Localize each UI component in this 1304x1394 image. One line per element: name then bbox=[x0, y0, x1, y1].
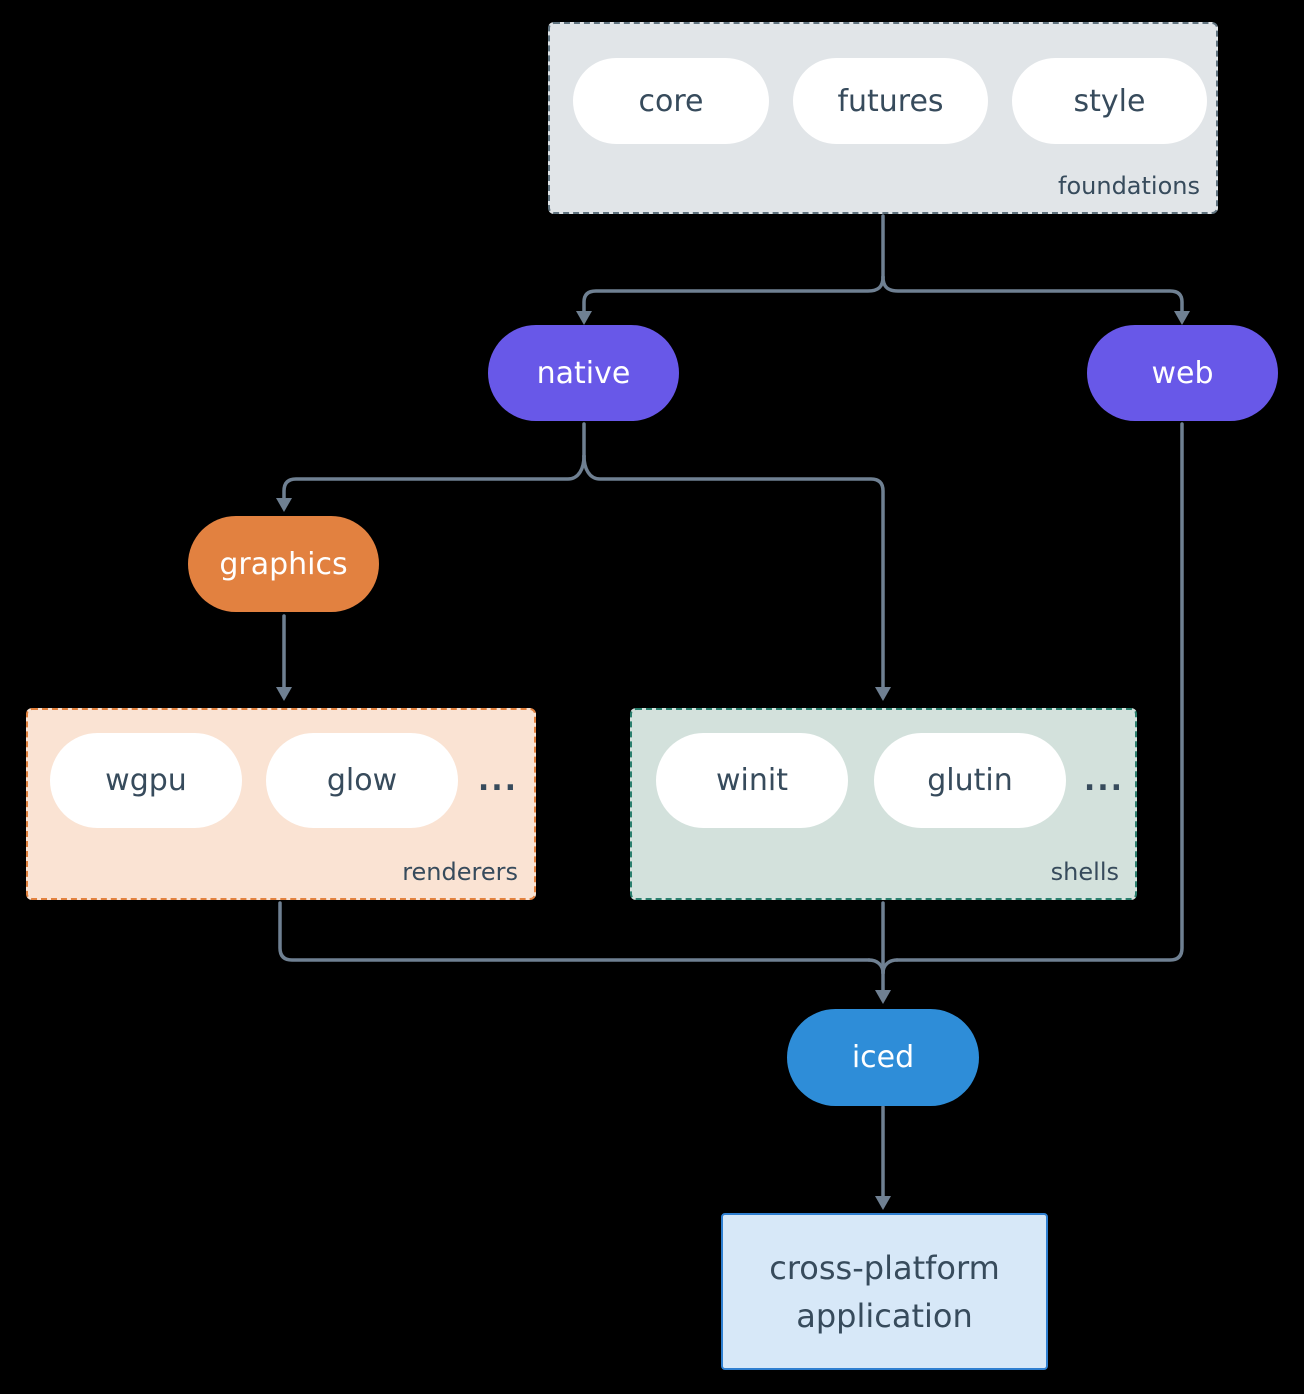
pill-winit: winit bbox=[656, 733, 848, 828]
arrow-web-to-merge bbox=[895, 422, 1184, 962]
shells-group: winit glutin ... shells bbox=[630, 708, 1137, 900]
node-native: native bbox=[488, 325, 679, 421]
node-web-label: web bbox=[1151, 355, 1214, 391]
pill-glow: glow bbox=[266, 733, 458, 828]
arrowhead-application bbox=[875, 1196, 891, 1210]
node-iced-label: iced bbox=[851, 1040, 915, 1075]
merge-flare-left bbox=[867, 958, 885, 975]
arrow-split-to-web bbox=[881, 275, 1184, 314]
renderers-group: wgpu glow ... renderers bbox=[26, 708, 536, 900]
pill-style-label: style bbox=[1073, 83, 1146, 119]
merge-flare-right bbox=[881, 958, 899, 975]
arrowhead-native bbox=[576, 311, 592, 325]
pill-futures-label: futures bbox=[837, 83, 944, 119]
arrowhead-graphics bbox=[276, 498, 292, 512]
pill-wgpu: wgpu bbox=[50, 733, 242, 828]
pill-winit-label: winit bbox=[716, 763, 788, 798]
arrowhead-shells bbox=[875, 687, 891, 701]
pill-glow-label: glow bbox=[326, 763, 398, 798]
arrow-renderers-to-merge bbox=[278, 901, 871, 962]
arrowhead-renderers bbox=[276, 687, 292, 701]
node-graphics-label: graphics bbox=[219, 546, 348, 582]
node-graphics: graphics bbox=[188, 516, 379, 612]
foundations-group-label: foundations bbox=[1058, 172, 1200, 200]
pill-glutin-label: glutin bbox=[927, 763, 1013, 798]
arrowhead-web bbox=[1174, 311, 1190, 325]
arrow-split-to-native bbox=[582, 275, 885, 314]
arrowhead-iced bbox=[875, 990, 891, 1004]
shells-ellipsis: ... bbox=[1083, 763, 1125, 798]
node-web: web bbox=[1087, 325, 1278, 421]
arrow-fork-to-graphics bbox=[282, 454, 586, 501]
node-iced: iced bbox=[787, 1009, 979, 1106]
pill-wgpu-label: wgpu bbox=[105, 763, 187, 798]
foundations-group: core futures style foundations bbox=[548, 22, 1218, 214]
shells-group-label: shells bbox=[1050, 858, 1119, 886]
pill-core: core bbox=[573, 58, 769, 144]
arrow-fork-to-shells bbox=[582, 454, 885, 689]
application-box: cross-platform application bbox=[721, 1213, 1048, 1370]
node-native-label: native bbox=[536, 355, 631, 391]
pill-core-label: core bbox=[638, 83, 704, 119]
pill-glutin: glutin bbox=[874, 733, 1066, 828]
renderers-ellipsis: ... bbox=[477, 763, 519, 798]
application-label-line1: cross-platform bbox=[769, 1248, 1000, 1287]
pill-style: style bbox=[1012, 58, 1207, 144]
pill-futures: futures bbox=[793, 58, 988, 144]
renderers-group-label: renderers bbox=[402, 858, 518, 886]
application-label-line2: application bbox=[796, 1296, 973, 1335]
